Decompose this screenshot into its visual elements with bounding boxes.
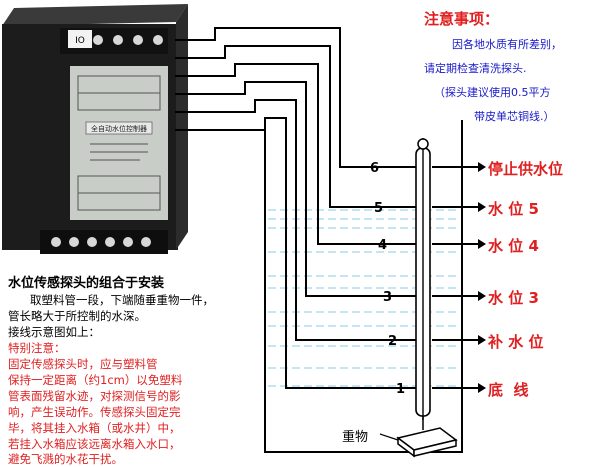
special-note-line-6: 若挂入水箱应该远离水箱入水口， bbox=[8, 437, 181, 451]
probe-number-6: 6 bbox=[370, 161, 379, 176]
wire-6 bbox=[175, 27, 430, 168]
special-note-line-3: 管表面残留水迹，对探测信号的影 bbox=[8, 389, 181, 403]
probe-arrows bbox=[432, 166, 478, 389]
special-note-title: 特别注意： bbox=[8, 341, 66, 355]
install-heading: 水位传感探头的组合于安装 bbox=[8, 276, 165, 291]
level-label-level-4: 水 位 4 bbox=[488, 237, 539, 255]
controller-front-panel bbox=[70, 66, 168, 220]
wire-5 bbox=[175, 45, 430, 208]
wire-4 bbox=[175, 63, 430, 245]
water-tank bbox=[264, 120, 463, 453]
level-label-refill: 补 水 位 bbox=[488, 333, 544, 351]
top-terminal-screw bbox=[93, 35, 103, 45]
weight bbox=[379, 427, 458, 458]
weight-pointer bbox=[379, 433, 399, 441]
level-label-bottom: 底 线 bbox=[488, 381, 529, 399]
notice-line-1: 因各地水质有所差别， bbox=[452, 38, 562, 51]
panel-name-plate bbox=[85, 121, 153, 135]
tank-walls bbox=[264, 120, 463, 453]
panel-name-text: 全自动水位控制器 bbox=[91, 124, 147, 133]
install-line-3: 接线示意图如上： bbox=[8, 325, 100, 339]
notice-title: 注意事项： bbox=[424, 10, 500, 28]
special-note-line-7: 避免飞溅的水花干扰。 bbox=[8, 452, 123, 466]
probe-number-2: 2 bbox=[388, 334, 397, 349]
panel-text-lines bbox=[90, 143, 148, 161]
probe-number-1: 1 bbox=[396, 382, 405, 397]
install-line-2: 管长略大于所控制的水深。 bbox=[8, 309, 146, 323]
install-line-1: 取塑料管一段，下端随垂重物一件， bbox=[30, 293, 214, 307]
top-terminal-screw bbox=[113, 35, 123, 45]
probe-number-5: 5 bbox=[374, 201, 383, 216]
notice-line-3: （探头建议使用0.5平方 bbox=[434, 86, 551, 99]
pipe-top-loop bbox=[417, 138, 429, 150]
special-note-line-1: 固定传感探头时，应与塑料管 bbox=[8, 357, 158, 371]
controller-top-face bbox=[2, 4, 188, 26]
level-label-level-5: 水 位 5 bbox=[488, 200, 539, 218]
wire-3 bbox=[175, 81, 430, 297]
probe-pipe bbox=[415, 138, 431, 430]
notice-line-4: 带皮单芯铜线.） bbox=[474, 110, 555, 123]
top-terminal-screw bbox=[133, 35, 143, 45]
bottom-terminals bbox=[51, 237, 151, 247]
weight-side-front bbox=[413, 439, 457, 457]
power-switch[interactable] bbox=[68, 30, 92, 48]
special-note-line-4: 响，产生误动作。传感探头固定完 bbox=[8, 405, 181, 419]
probe-wires bbox=[175, 27, 430, 389]
probe-number-4: 4 bbox=[378, 238, 387, 253]
wire-1 bbox=[175, 117, 430, 389]
probe-arrowheads bbox=[478, 162, 486, 393]
weight-label: 重物 bbox=[342, 430, 369, 445]
probe-numbers: 6 5 4 3 2 1 bbox=[370, 161, 405, 397]
panel-terminal-diagram bbox=[77, 75, 161, 211]
probe-number-3: 3 bbox=[383, 290, 392, 305]
power-switch-label: IO bbox=[75, 36, 85, 46]
level-label-stop-supply: 停止供水位 bbox=[488, 160, 564, 178]
special-note-line-5: 毕，将其挂入水箱（或水井）中， bbox=[8, 421, 181, 435]
top-terminals bbox=[93, 35, 163, 45]
controller-device: IO 全自动水位控制器 bbox=[2, 4, 188, 254]
wire-2 bbox=[175, 99, 430, 341]
special-note-line-2: 保持一定距离（约1cm）以免塑料 bbox=[8, 373, 183, 387]
top-terminal-screw bbox=[153, 35, 163, 45]
level-label-level-3: 水 位 3 bbox=[488, 289, 539, 307]
controller-side-face bbox=[176, 4, 188, 250]
notice-line-2: 请定期检查清洗探头. bbox=[424, 62, 527, 75]
